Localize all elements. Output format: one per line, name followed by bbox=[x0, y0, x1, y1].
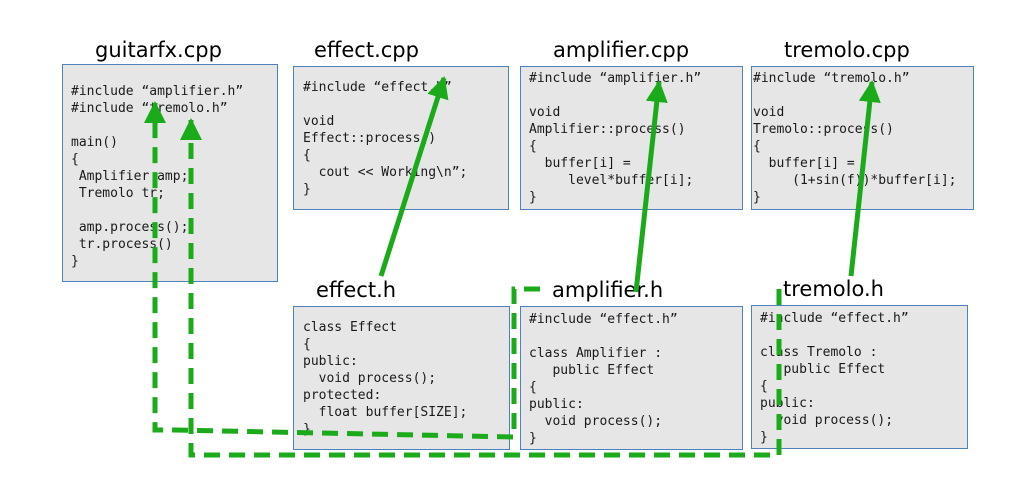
amplifier-h-box: #include “effect.h” class Amplifier : pu… bbox=[520, 306, 743, 450]
amplifier-cpp-title: amplifier.cpp bbox=[553, 38, 690, 62]
guitarfx-cpp-title: guitarfx.cpp bbox=[95, 38, 222, 62]
amplifier-h-to-amplifier-cpp-arrow bbox=[633, 80, 668, 293]
guitarfx-cpp-box: #include “amplifier.h” #include “tremolo… bbox=[62, 64, 278, 282]
amplifier-h-to-guitarfx-dashed-arrow bbox=[144, 101, 540, 440]
effect-h-code: class Effect { public: void process(); p… bbox=[303, 320, 468, 437]
tremolo-h-to-tremolo-cpp-arrow bbox=[848, 80, 881, 277]
effect-h-title: effect.h bbox=[316, 278, 397, 302]
amplifier-cpp-code: #include “amplifier.h” void Amplifier::p… bbox=[529, 71, 702, 205]
guitarfx-cpp-code: #include “amplifier.h” #include “tremolo… bbox=[71, 84, 244, 269]
effect-cpp-code: #include “effect.h” void Effect::process… bbox=[303, 80, 468, 197]
tremolo-cpp-title: tremolo.cpp bbox=[784, 38, 910, 62]
tremolo-h-to-guitarfx-dashed-arrow bbox=[180, 118, 782, 458]
effect-h-box: class Effect { public: void process(); p… bbox=[293, 306, 510, 450]
effect-cpp-title: effect.cpp bbox=[314, 38, 419, 62]
amplifier-h-title: amplifier.h bbox=[552, 278, 664, 302]
tremolo-h-box: #include “effect.h” class Tremolo : publ… bbox=[751, 305, 968, 449]
tremolo-h-code: #include “effect.h” class Tremolo : publ… bbox=[760, 311, 909, 445]
amplifier-cpp-box: #include “amplifier.h” void Amplifier::p… bbox=[520, 66, 743, 210]
amplifier-h-code: #include “effect.h” class Amplifier : pu… bbox=[529, 312, 678, 446]
tremolo-cpp-code: #include “tremolo.h” void Tremolo::proce… bbox=[753, 71, 957, 205]
effect-cpp-box: #include “effect.h” void Effect::process… bbox=[293, 66, 509, 210]
tremolo-h-title: tremolo.h bbox=[783, 277, 884, 301]
effect-h-to-effect-cpp-arrow bbox=[378, 76, 449, 277]
